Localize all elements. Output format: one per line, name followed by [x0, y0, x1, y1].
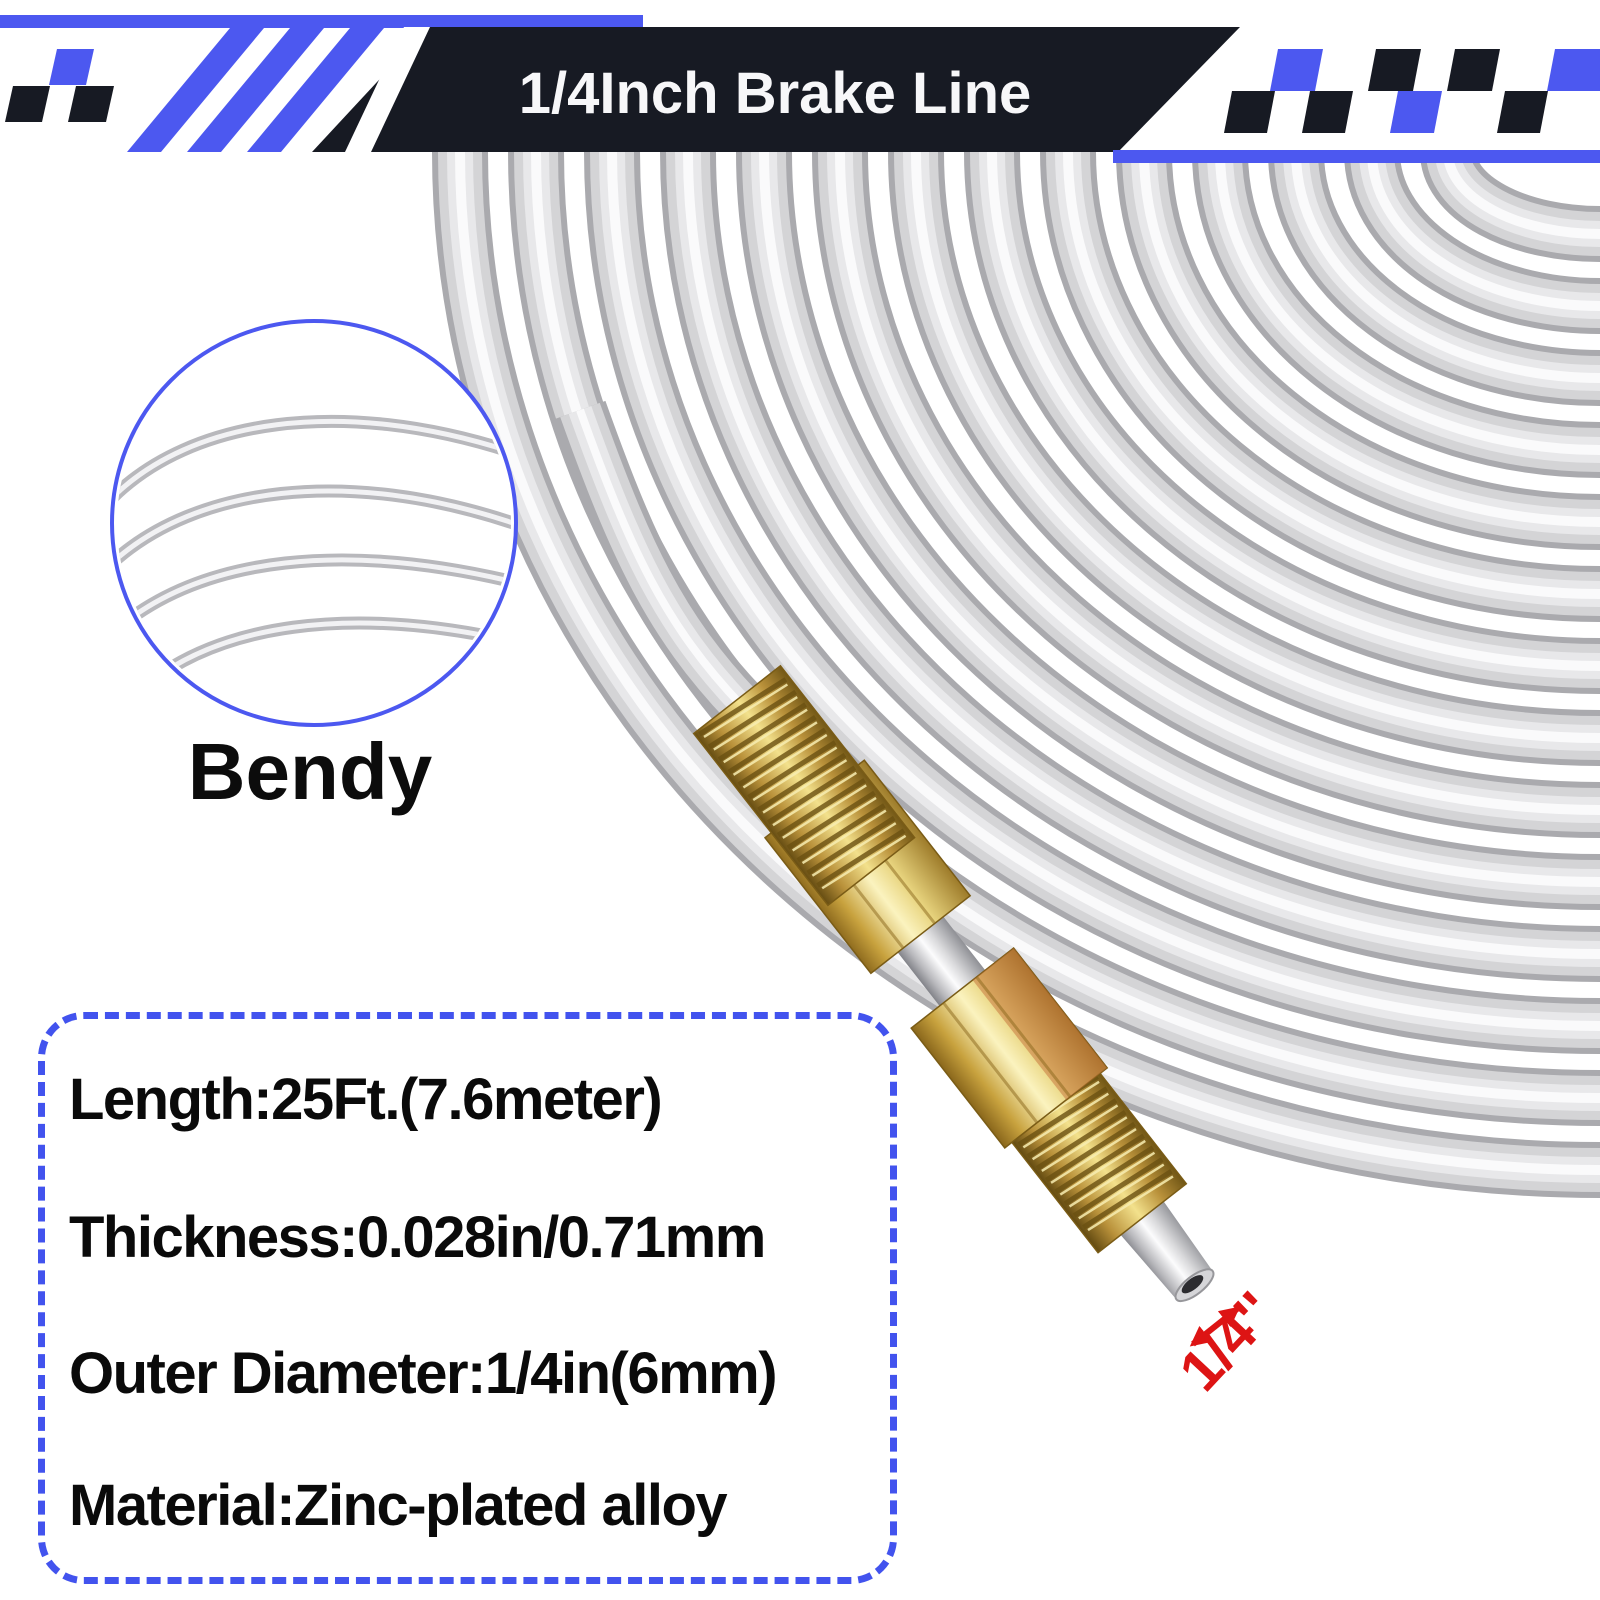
banner-title: 1/4Inch Brake Line — [518, 61, 1032, 126]
spec-box: Length:25Ft.(7.6meter) Thickness:0.028in… — [38, 1012, 897, 1584]
threaded-fitting-upper — [692, 664, 916, 907]
spec-line-thickness: Thickness:0.028in/0.71mm — [69, 1205, 766, 1270]
blue-stripe — [127, 28, 264, 152]
banner-white-stripe — [345, 27, 430, 152]
left-checker-decoration — [5, 49, 114, 122]
brake-line-end-strand — [554, 400, 762, 725]
header-decoration — [0, 15, 1600, 163]
blue-stripe — [247, 28, 384, 152]
coiled-brake-line — [432, 150, 1600, 1198]
spec-line-outer-diameter: Outer Diameter:1/4in(6mm) — [69, 1341, 778, 1406]
bendy-label: Bendy — [187, 727, 433, 816]
dimension-arrow-icon — [1189, 1306, 1241, 1347]
blue-stripe — [187, 28, 324, 152]
right-checker-decoration — [1224, 49, 1600, 133]
spec-line-material: Material:Zinc-plated alloy — [69, 1473, 728, 1538]
top-left-blue-bar — [0, 15, 643, 28]
zoom-inset-circle — [110, 319, 518, 727]
title-banner — [312, 27, 1240, 152]
brake-line-fittings — [692, 664, 1215, 1303]
top-right-blue-bar — [1113, 150, 1600, 163]
spec-line-length: Length:25Ft.(7.6meter) — [69, 1067, 663, 1132]
hex-nut-lower — [910, 947, 1109, 1149]
